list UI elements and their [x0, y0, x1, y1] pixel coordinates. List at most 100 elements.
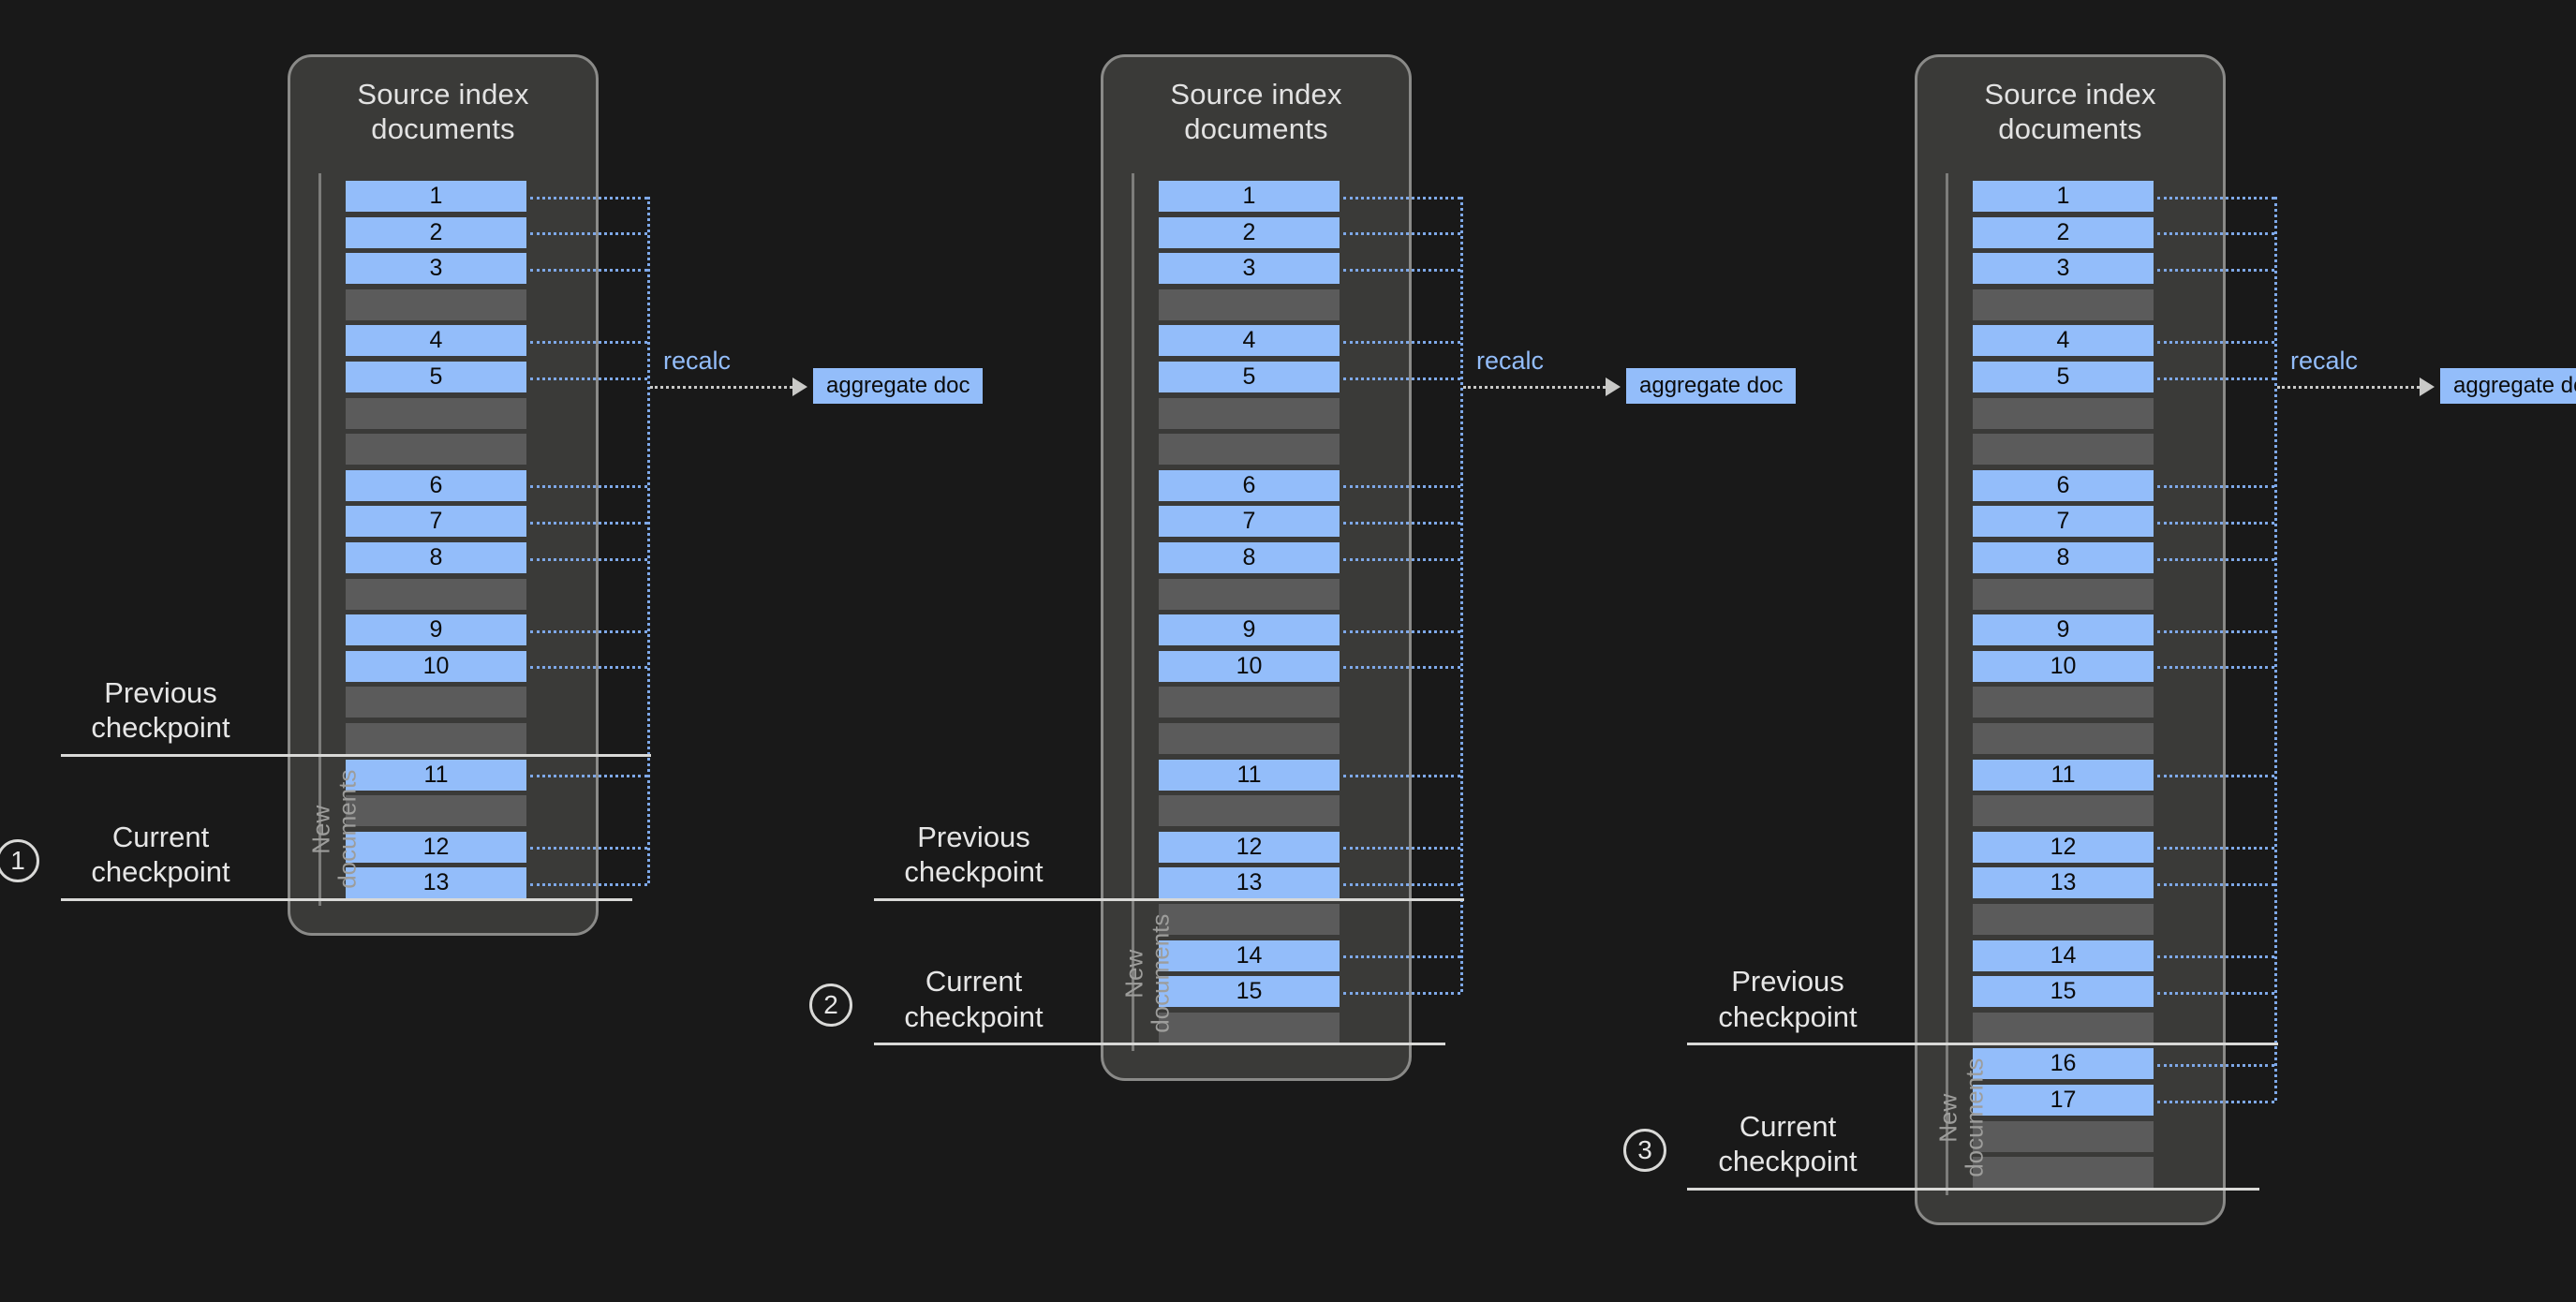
row-connector [1343, 775, 1460, 778]
row-connector [2157, 629, 2274, 633]
step-number-badge-3: 3 [1623, 1128, 1666, 1172]
document-row: 1 [1159, 181, 1340, 212]
placeholder-row [1973, 397, 2154, 429]
placeholder-row [346, 289, 526, 320]
current-checkpoint-label: Current checkpoint [904, 965, 1044, 1033]
row-connector [2157, 196, 2274, 200]
row-connector [530, 485, 647, 489]
new-documents-label: New documents [1119, 904, 1174, 1043]
row-connector [2157, 377, 2274, 380]
document-row: 3 [346, 253, 526, 285]
connector-bus [2274, 196, 2277, 1101]
document-row: 2 [1973, 216, 2154, 248]
document-row: 5 [1159, 362, 1340, 392]
row-connector [530, 268, 647, 272]
placeholder-row [1159, 1012, 1340, 1043]
document-row: 13 [1973, 867, 2154, 899]
document-row: 1 [346, 181, 526, 212]
document-row: 8 [1973, 542, 2154, 573]
row-connector [1343, 955, 1460, 959]
row-connector [530, 775, 647, 778]
row-connector [530, 666, 647, 670]
row-connector [1343, 882, 1460, 886]
row-connector [1343, 232, 1460, 236]
row-connector [2157, 340, 2274, 344]
document-row: 13 [1159, 867, 1340, 899]
row-connector [530, 521, 647, 525]
recalc-arrow-head [792, 377, 807, 396]
document-row: 7 [1159, 506, 1340, 538]
document-row: 4 [1159, 325, 1340, 357]
previous-checkpoint-line [61, 753, 651, 757]
panel-title: Source index documents [1984, 78, 2156, 145]
placeholder-row [346, 687, 526, 718]
document-row: 9 [1159, 614, 1340, 646]
previous-checkpoint-label: Previous checkpoint [904, 821, 1044, 889]
document-row: 8 [346, 542, 526, 573]
row-connector [2157, 1063, 2274, 1067]
row-connector [2157, 232, 2274, 236]
row-connector [1343, 485, 1460, 489]
row-connector [2157, 521, 2274, 525]
document-row: 14 [1159, 940, 1340, 971]
row-connector [530, 340, 647, 344]
row-connector [1343, 847, 1460, 851]
step-number-badge-2: 2 [809, 984, 852, 1028]
row-connector [2157, 882, 2274, 886]
placeholder-row [346, 723, 526, 754]
row-connector [530, 377, 647, 380]
document-row: 3 [1159, 253, 1340, 285]
panel-inner-divider [1946, 173, 1948, 1196]
document-row: 9 [346, 614, 526, 646]
placeholder-row [1973, 904, 2154, 935]
recalc-arrow-line [1463, 386, 1606, 389]
placeholder-row [1159, 397, 1340, 429]
document-row: 11 [1159, 759, 1340, 791]
current-checkpoint-line [1687, 1187, 2259, 1191]
current-checkpoint-line [874, 1043, 1445, 1046]
placeholder-row [1973, 434, 2154, 466]
new-documents-label: New documents [1933, 1048, 1988, 1188]
row-connector [1343, 521, 1460, 525]
document-row: 6 [1973, 469, 2154, 501]
placeholder-row [1973, 578, 2154, 610]
document-row: 8 [1159, 542, 1340, 573]
document-row: 11 [346, 759, 526, 791]
row-connector [2157, 955, 2274, 959]
document-row: 16 [1973, 1048, 2154, 1080]
placeholder-row [1973, 1120, 2154, 1152]
placeholder-row [1159, 578, 1340, 610]
placeholder-row [346, 578, 526, 610]
current-checkpoint-line [61, 898, 632, 901]
row-connector [2157, 666, 2274, 670]
document-row: 6 [346, 469, 526, 501]
recalc-arrow-line [650, 386, 792, 389]
document-row: 3 [1973, 253, 2154, 285]
row-connector [1343, 377, 1460, 380]
row-connector [1343, 557, 1460, 561]
row-connector [1343, 340, 1460, 344]
placeholder-row [1159, 434, 1340, 466]
row-connector [1343, 268, 1460, 272]
document-row: 7 [1973, 506, 2154, 538]
placeholder-row [346, 397, 526, 429]
document-row: 1 [1973, 181, 2154, 212]
document-row: 6 [1159, 469, 1340, 501]
placeholder-row [1973, 1157, 2154, 1189]
placeholder-row [1973, 289, 2154, 320]
row-connector [530, 196, 647, 200]
row-connector [530, 847, 647, 851]
placeholder-row [1973, 1012, 2154, 1043]
connector-bus [647, 196, 650, 883]
document-row: 12 [1159, 831, 1340, 863]
document-row: 12 [1973, 831, 2154, 863]
row-connector [530, 557, 647, 561]
document-row: 10 [1159, 650, 1340, 682]
row-connector [530, 882, 647, 886]
previous-checkpoint-line [1687, 1043, 2278, 1046]
placeholder-row [1973, 723, 2154, 754]
document-row: 4 [1973, 325, 2154, 357]
connector-bus [1460, 196, 1463, 992]
document-row: 2 [346, 216, 526, 248]
